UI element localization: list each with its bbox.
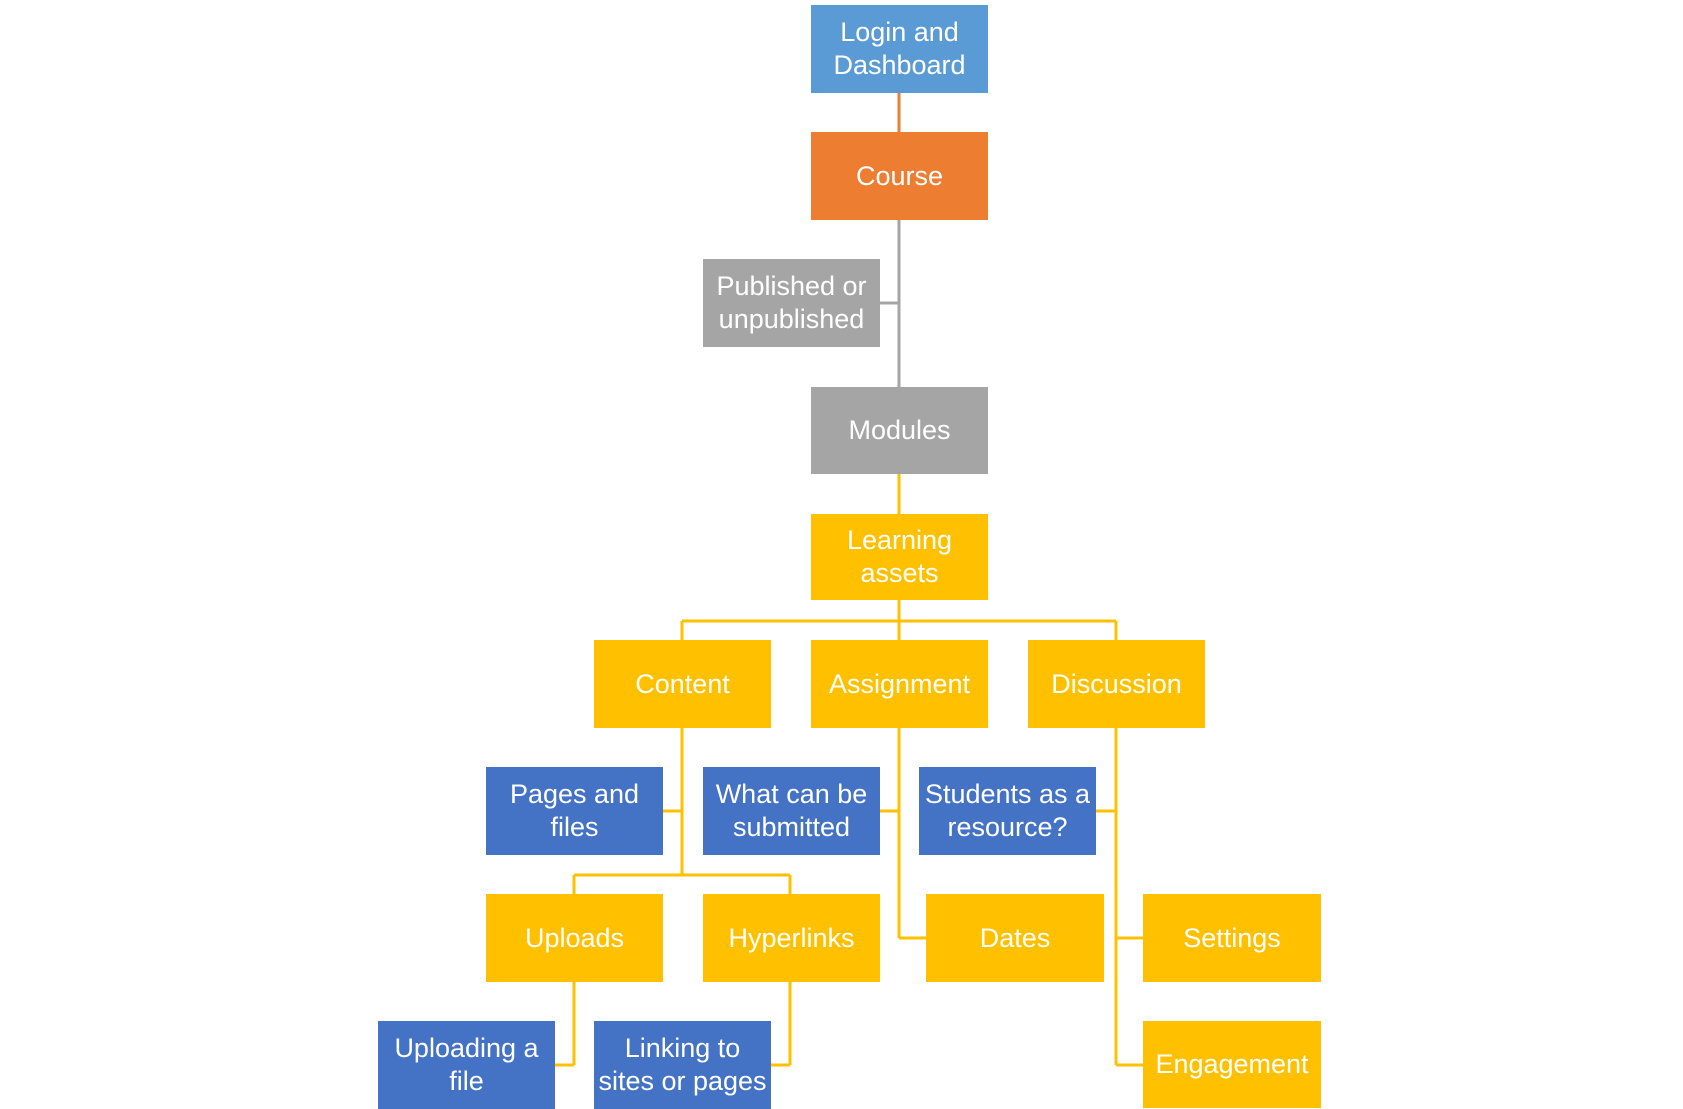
node-published-unpublished: Published or unpublished: [703, 259, 880, 347]
node-settings: Settings: [1143, 894, 1321, 982]
node-login-dashboard: Login and Dashboard: [811, 5, 988, 93]
node-students-as-resource: Students as a resource?: [919, 767, 1096, 855]
node-course: Course: [811, 132, 988, 220]
node-modules: Modules: [811, 387, 988, 474]
node-linking-to-sites: Linking to sites or pages: [594, 1021, 771, 1109]
node-learning-assets: Learning assets: [811, 514, 988, 600]
node-hyperlinks: Hyperlinks: [703, 894, 880, 982]
node-pages-and-files: Pages and files: [486, 767, 663, 855]
node-what-can-be-submitted: What can be submitted: [703, 767, 880, 855]
node-uploading-a-file: Uploading a file: [378, 1021, 555, 1109]
node-content: Content: [594, 640, 771, 728]
node-assignment: Assignment: [811, 640, 988, 728]
node-engagement: Engagement: [1143, 1021, 1321, 1108]
node-dates: Dates: [926, 894, 1104, 982]
node-uploads: Uploads: [486, 894, 663, 982]
node-discussion: Discussion: [1028, 640, 1205, 728]
